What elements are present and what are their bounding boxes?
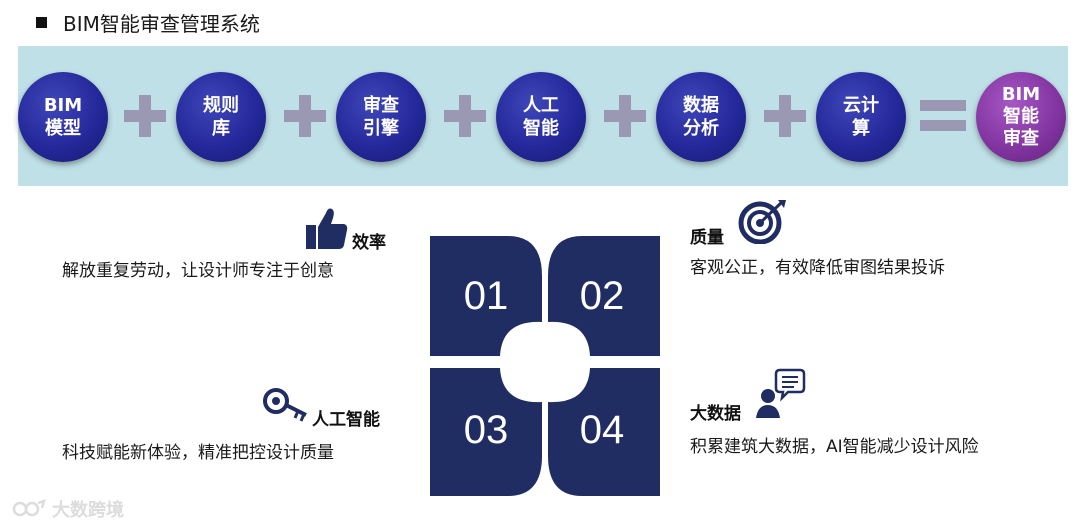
watermark: 大数跨境 [12, 496, 124, 522]
formula-item-review-engine: 审查 引擎 [336, 72, 426, 162]
petal-03 [430, 368, 542, 496]
petal-04 [548, 368, 660, 496]
plus-icon [444, 95, 486, 137]
feature-desc-efficiency: 解放重复劳动，让设计师专注于创意 [62, 261, 334, 281]
feature-desc-big-data: 积累建筑大数据，AI智能减少设计风险 [690, 437, 979, 457]
feature-title-efficiency: 效率 [352, 233, 386, 253]
petal-02 [548, 236, 660, 356]
plus-icon [604, 95, 646, 137]
plus-icon [284, 95, 326, 137]
petal-label-02: 02 [579, 274, 625, 318]
feature-desc-quality: 客观公正，有效降低审图结果投诉 [690, 258, 945, 278]
petal-label-01: 01 [463, 274, 509, 318]
formula-item-bim-model: BIM 模型 [18, 72, 108, 162]
watermark-logo-icon [12, 499, 46, 517]
petal-01 [430, 236, 542, 356]
equals-icon [920, 100, 966, 131]
plus-icon [124, 95, 166, 137]
petal-label-03: 03 [463, 408, 509, 452]
formula-item-ai: 人工 智能 [496, 72, 586, 162]
user-chat-icon [756, 368, 806, 418]
petal-label-04: 04 [579, 408, 625, 452]
title-bullet [36, 16, 47, 28]
plus-icon [764, 95, 806, 137]
thumbs-up-icon [306, 208, 348, 249]
feature-title-big-data: 大数据 [690, 404, 741, 424]
feature-title-ai: 人工智能 [312, 410, 380, 430]
page-title: BIM智能审查管理系统 [36, 8, 260, 36]
formula-item-rule-library: 规则 库 [176, 72, 266, 162]
petal-center [511, 328, 579, 396]
watermark-text: 大数跨境 [52, 500, 124, 521]
page-title-text: BIM智能审查管理系统 [63, 11, 260, 36]
key-icon [263, 388, 307, 422]
target-icon [738, 200, 786, 244]
four-petal-graphic: 01 02 03 04 [430, 236, 660, 496]
feature-title-quality: 质量 [690, 228, 724, 248]
formula-item-cloud: 云计 算 [816, 72, 906, 162]
feature-desc-ai: 科技赋能新体验，精准把控设计质量 [62, 443, 334, 463]
formula-item-data-analysis: 数据 分析 [656, 72, 746, 162]
formula-result-bim-review: BIM 智能 审查 [976, 72, 1066, 162]
